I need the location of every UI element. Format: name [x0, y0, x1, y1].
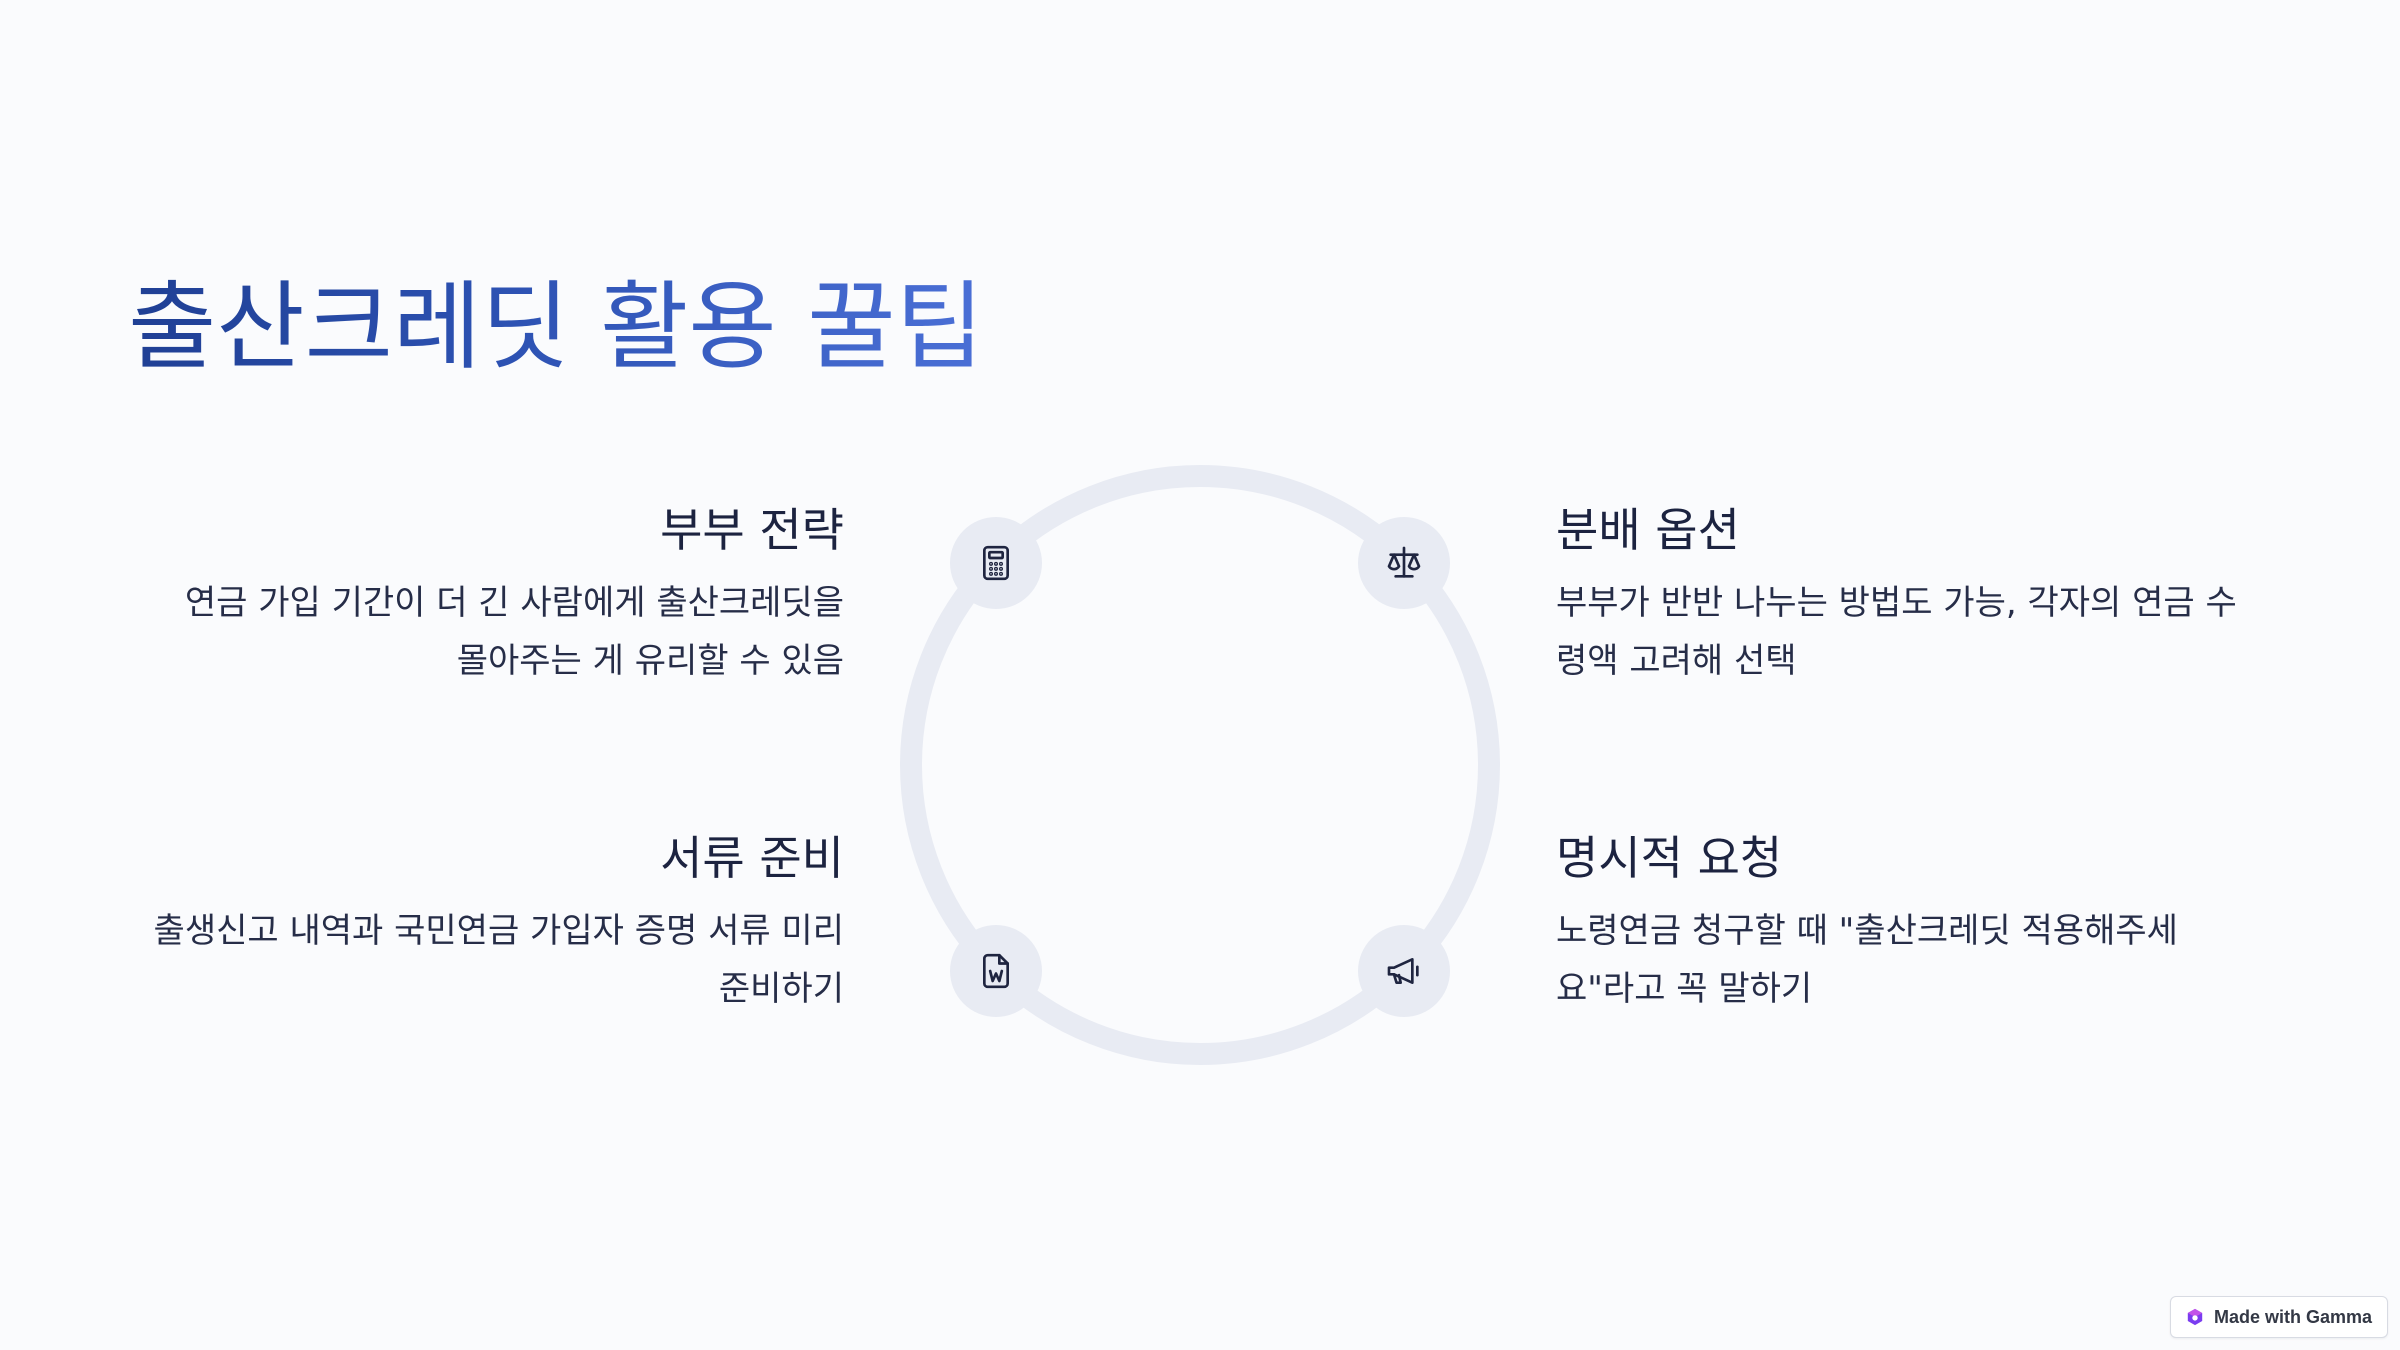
tip-body: 부부가 반반 나누는 방법도 가능, 각자의 연금 수 령액 고려해 선택: [1556, 574, 2276, 690]
page-title: 출산크레딧 활용 꿀팁: [128, 270, 984, 385]
tip-body-line: 출생신고 내역과 국민연금 가입자 증명 서류 미리: [153, 910, 844, 951]
calculator-icon: [983, 545, 1009, 581]
tip-card-document-prep: 서류 준비 출생신고 내역과 국민연금 가입자 증명 서류 미리 준비하기: [124, 830, 844, 1018]
tip-body: 출생신고 내역과 국민연금 가입자 증명 서류 미리 준비하기: [124, 902, 844, 1018]
tip-card-explicit-request: 명시적 요청 노령연금 청구할 때 "출산크레딧 적용해주세 요"라고 꼭 말하…: [1556, 830, 2276, 1018]
tip-body-line: 연금 가입 기간이 더 긴 사람에게 출산크레딧을: [184, 582, 844, 623]
gamma-logo-icon: [2187, 1308, 2203, 1326]
tip-heading: 서류 준비: [660, 831, 844, 885]
tip-heading: 명시적 요청: [1556, 831, 1783, 885]
tip-body: 연금 가입 기간이 더 긴 사람에게 출산크레딧을 몰아주는 게 유리할 수 있…: [124, 574, 844, 690]
tip-body-line: 령액 고려해 선택: [1556, 640, 1797, 681]
tip-body-line: 노령연금 청구할 때 "출산크레딧 적용해주세: [1556, 910, 2178, 951]
tip-body: 노령연금 청구할 때 "출산크레딧 적용해주세 요"라고 꼭 말하기: [1556, 902, 2276, 1018]
calculator-node: [950, 517, 1042, 609]
word-document-icon: [983, 953, 1009, 989]
badge-label: Made with Gamma: [2213, 1306, 2373, 1327]
tip-heading: 분배 옵션: [1556, 503, 1740, 557]
tip-body-line: 몰아주는 게 유리할 수 있음: [456, 640, 844, 681]
tip-body-line: 준비하기: [718, 968, 844, 1009]
scale-node: [1358, 517, 1450, 609]
tip-card-distribution-option: 분배 옵션 부부가 반반 나누는 방법도 가능, 각자의 연금 수 령액 고려해…: [1556, 502, 2276, 690]
tip-heading: 부부 전략: [660, 503, 844, 557]
tip-body-line: 부부가 반반 나누는 방법도 가능, 각자의 연금 수: [1556, 582, 2237, 623]
megaphone-icon: [1387, 958, 1419, 984]
megaphone-node: [1358, 925, 1450, 1017]
made-with-gamma-badge[interactable]: Made with Gamma: [2170, 1296, 2388, 1338]
tip-card-couple-strategy: 부부 전략 연금 가입 기간이 더 긴 사람에게 출산크레딧을 몰아주는 게 유…: [124, 502, 844, 690]
scale-icon: [1387, 546, 1421, 578]
document-node: [950, 925, 1042, 1017]
tip-body-line: 요"라고 꼭 말하기: [1556, 968, 1813, 1009]
